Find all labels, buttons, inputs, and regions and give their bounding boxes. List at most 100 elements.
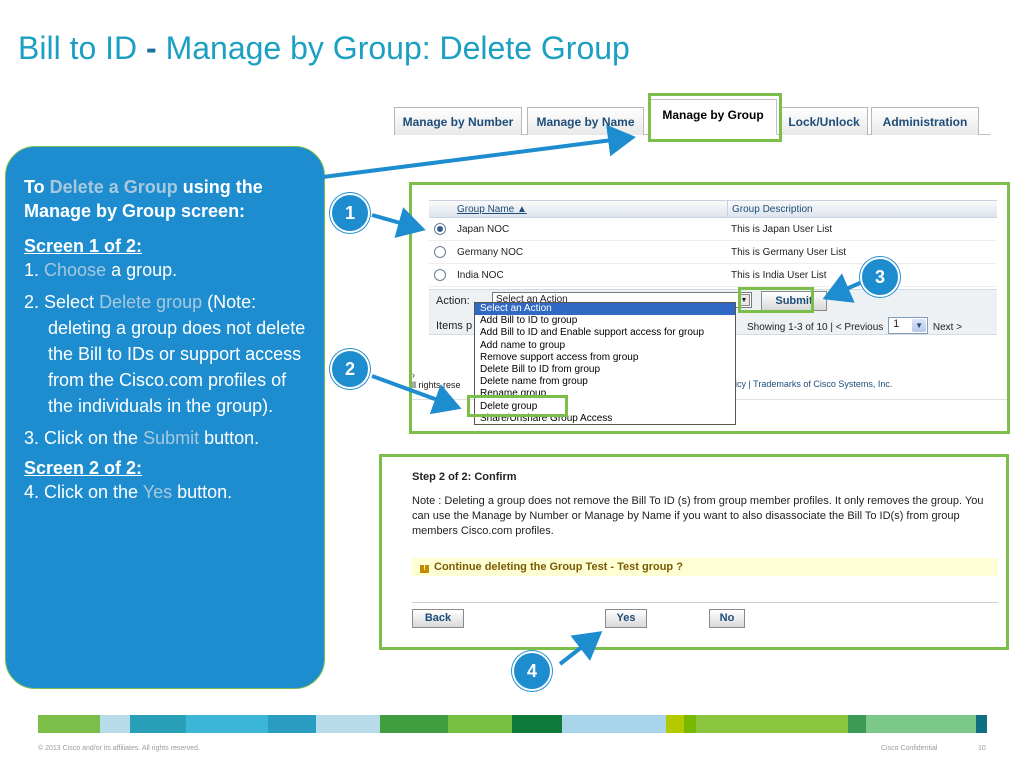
dropdown-option[interactable]: Add Bill to ID and Enable support access… (480, 327, 705, 339)
page-number: 10 (978, 745, 986, 752)
table-row[interactable]: Germany NOC This is Germany User List (429, 241, 997, 264)
table-row[interactable]: Japan NOC This is Japan User List (429, 218, 997, 241)
footer-confidential: Cisco Confidential (881, 745, 938, 752)
tab-manage-by-name[interactable]: Manage by Name (527, 107, 644, 135)
strip-segment (380, 715, 448, 733)
footer-right-links[interactable]: olicy | Trademarks of Cisco Systems, Inc… (728, 379, 893, 389)
step2-rest: (Note: deleting a group does not delete … (48, 292, 306, 416)
footer-left-text: ll rights rese (412, 380, 461, 390)
group-radio-selected[interactable] (434, 223, 446, 235)
step1-highlight: Choose (44, 260, 107, 280)
step-badge-1: 1 (330, 193, 370, 233)
slide-title: Bill to ID - Manage by Group: Delete Gro… (18, 30, 630, 67)
strip-segment (130, 715, 186, 733)
dropdown-option[interactable]: Share/Unshare Group Access (480, 412, 613, 424)
yes-button[interactable]: Yes (605, 609, 647, 628)
confirm-note: Note : Deleting a group does not remove … (412, 495, 984, 537)
strip-segment (186, 715, 268, 733)
step3-highlight: Submit (143, 428, 200, 448)
panel-heading: To Delete a Group using the Manage by Gr… (24, 175, 308, 223)
title-part2: Manage by Group: Delete Group (165, 30, 630, 66)
group-description: This is Germany User List (731, 247, 847, 258)
table-row[interactable]: India NOC This is India User List (429, 264, 997, 287)
step-badge-2: 2 (330, 349, 370, 389)
col-group-description: Group Description (727, 201, 813, 217)
arrow-panel-to-tab (314, 124, 636, 180)
submit-highlight-frame (738, 287, 814, 313)
step2-pre: 2. Select (24, 292, 95, 312)
heading-highlight: Delete a Group (49, 177, 178, 197)
warning-icon: ! (420, 565, 429, 573)
step-badge-3: 3 (860, 257, 900, 297)
items-per-page-label: Items p (436, 320, 473, 332)
delete-group-highlight-frame (467, 395, 568, 417)
step-3: 3. Click on the Submit button. (24, 425, 308, 451)
page-select[interactable]: 1▼ (888, 317, 929, 334)
screen1-heading: Screen 1 of 2: (24, 236, 143, 256)
submit-button[interactable]: Submit (761, 291, 827, 311)
confirm-warning: ! Continue deleting the Group Test - Test… (412, 558, 998, 576)
step3-pre: 3. Click on the (24, 428, 139, 448)
strip-segment (976, 715, 987, 733)
step-4: 4. Click on the Yes button. (24, 479, 308, 505)
strip-segment (866, 715, 976, 733)
screen2-frame: Step 2 of 2: Confirm Note : Deleting a g… (379, 454, 1009, 650)
page-select-value: 1 (893, 318, 900, 330)
strip-segment (848, 715, 866, 733)
step2-highlight: Delete group (99, 292, 203, 312)
action-dropdown-list[interactable]: Select an Action Add Bill to ID to group… (474, 302, 736, 425)
group-name: India NOC (457, 270, 504, 281)
step4-highlight: Yes (142, 482, 173, 502)
chevron-down-icon[interactable]: ▼ (912, 319, 927, 332)
strip-segment (448, 715, 512, 733)
decorative-color-strip (38, 715, 987, 733)
tab-highlight-frame (648, 93, 782, 142)
table-header: Group Name ▲ Group Description (429, 200, 997, 218)
strip-segment (666, 715, 684, 733)
dropdown-option[interactable]: Add name to group (480, 339, 566, 351)
dropdown-option[interactable]: Remove support access from group (480, 351, 639, 363)
tab-lock-unlock[interactable]: Lock/Unlock (780, 107, 868, 135)
heading-rest: using the Manage by Group screen: (24, 177, 263, 221)
dropdown-option[interactable]: Rename group (480, 388, 547, 400)
group-radio[interactable] (434, 269, 446, 281)
screen2-heading: Screen 2 of 2: (24, 458, 143, 478)
no-button[interactable]: No (709, 609, 745, 628)
strip-segment (100, 715, 130, 733)
tab-manage-by-number[interactable]: Manage by Number (394, 107, 522, 135)
footer-left: ›ll rights rese (412, 370, 461, 390)
confirm-step-title: Step 2 of 2: Confirm (412, 471, 517, 483)
next-link[interactable]: Next > (932, 322, 963, 334)
step-badge-4: 4 (512, 651, 552, 691)
showing-count: Showing 1-3 of 10 (747, 322, 828, 334)
col-group-name[interactable]: Group Name ▲ (457, 204, 527, 215)
strip-segment (268, 715, 316, 733)
back-button[interactable]: Back (412, 609, 464, 628)
title-part1: Bill to ID (18, 30, 138, 66)
strip-segment (684, 715, 696, 733)
pagination: Showing 1-3 of 10 | < Previous 1▼ Next > (747, 317, 963, 334)
dropdown-option[interactable]: Select an Action (475, 303, 735, 316)
dropdown-option-delete-group[interactable]: Delete group (480, 400, 538, 412)
tab-manage-by-group[interactable]: Manage by Group (649, 99, 777, 135)
title-separator: - (146, 30, 157, 66)
step1-rest: a group. (111, 260, 178, 280)
footer-copyright: © 2013 Cisco and/or its affiliates. All … (38, 745, 200, 752)
dropdown-option[interactable]: Delete name from group (480, 376, 588, 388)
group-description: This is Japan User List (731, 224, 833, 235)
heading-to: To (24, 177, 45, 197)
tab-administration[interactable]: Administration (871, 107, 979, 135)
step-2: 2. Select Delete group (Note: deleting a… (24, 289, 308, 419)
group-name: Japan NOC (457, 224, 510, 235)
group-table: Group Name ▲ Group Description Japan NOC… (429, 200, 997, 287)
strip-segment (38, 715, 100, 733)
strip-segment (512, 715, 562, 733)
dropdown-option[interactable]: Delete Bill to ID from group (480, 363, 601, 375)
step1-num: 1. (24, 260, 40, 280)
group-radio[interactable] (434, 246, 446, 258)
previous-link[interactable]: | < Previous (830, 322, 884, 334)
warning-text: Continue deleting the Group Test - Test … (434, 561, 683, 573)
dropdown-option[interactable]: Add Bill to ID to group (480, 315, 578, 327)
step4-pre: 4. Click on the (24, 482, 139, 502)
group-description: This is India User List (731, 270, 827, 281)
